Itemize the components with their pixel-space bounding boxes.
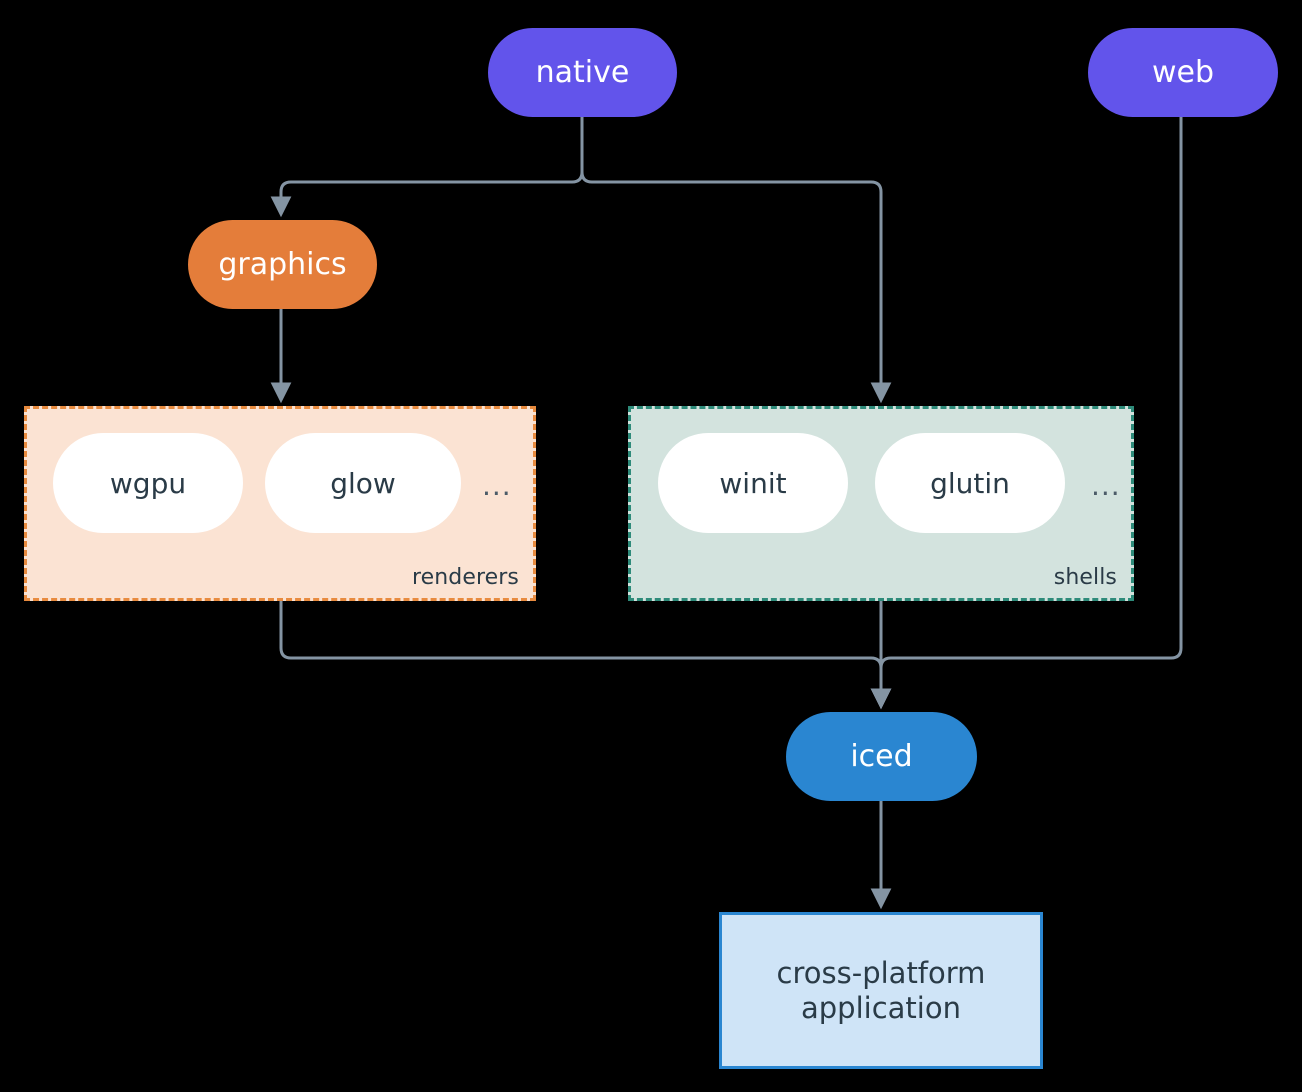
node-web-label: web xyxy=(1151,54,1215,90)
node-iced-label: iced xyxy=(850,738,913,774)
edge-native-to-graphics xyxy=(270,115,584,218)
node-glutin[interactable]: glutin xyxy=(875,433,1065,533)
cluster-renderers-label: renderers xyxy=(411,565,519,590)
cluster-shells-label: shells xyxy=(1053,565,1117,590)
node-graphics-label: graphics xyxy=(218,246,347,282)
node-winit-label: winit xyxy=(719,466,787,500)
renderers-overflow-ellipsis: ... xyxy=(482,469,512,502)
node-native[interactable]: native xyxy=(488,28,677,117)
shells-overflow-ellipsis: ... xyxy=(1091,469,1121,502)
node-wgpu[interactable]: wgpu xyxy=(53,433,243,533)
node-iced[interactable]: iced xyxy=(786,712,977,801)
node-application-label: cross-platform application xyxy=(776,956,986,1025)
node-glutin-label: glutin xyxy=(930,466,1010,500)
node-glow-label: glow xyxy=(330,466,396,500)
node-application[interactable]: cross-platform application xyxy=(719,912,1043,1069)
edge-native-to-shells xyxy=(580,115,892,404)
node-native-label: native xyxy=(535,54,630,90)
edge-renderers-to-iced xyxy=(279,599,892,710)
node-web[interactable]: web xyxy=(1088,28,1278,117)
node-wgpu-label: wgpu xyxy=(109,466,187,500)
cluster-renderers: wgpu glow ... renderers xyxy=(24,406,536,601)
node-graphics[interactable]: graphics xyxy=(188,220,377,309)
node-glow[interactable]: glow xyxy=(265,433,461,533)
node-winit[interactable]: winit xyxy=(658,433,848,533)
cluster-shells: winit glutin ... shells xyxy=(628,406,1134,601)
